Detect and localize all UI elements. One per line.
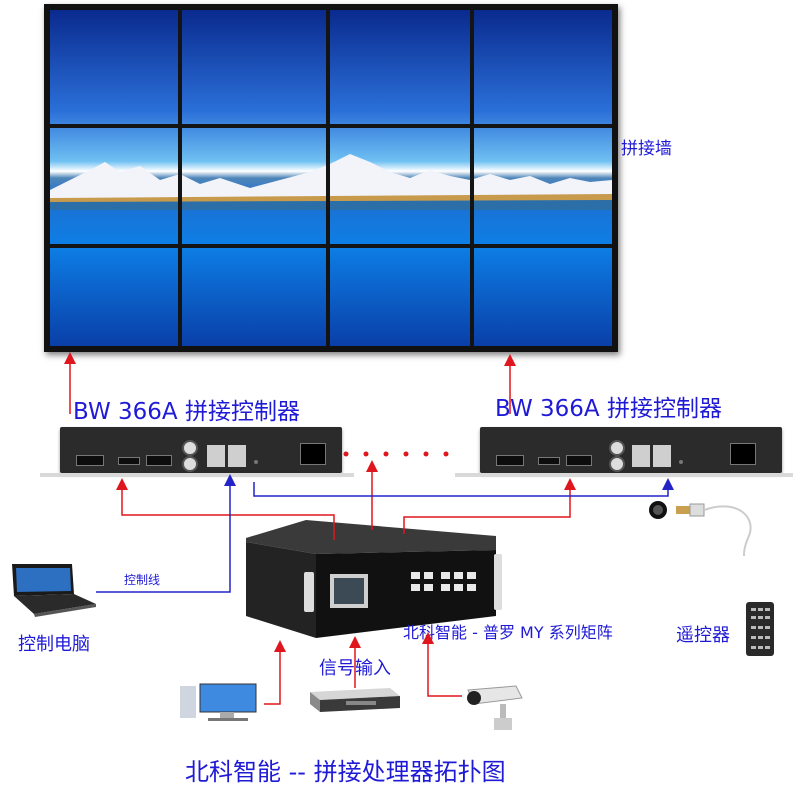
power-socket	[730, 443, 756, 465]
controller-right	[480, 427, 782, 473]
rca-port	[182, 440, 198, 456]
wall-seam	[50, 124, 612, 128]
rca-port	[609, 440, 625, 456]
controller-chain-dots	[343, 451, 449, 457]
diagram-title: 北科智能 -- 拼接处理器拓扑图	[185, 758, 506, 786]
hdmi-port	[538, 457, 560, 465]
dvi-port	[496, 455, 524, 466]
remote-label: 遥控器	[676, 625, 730, 646]
rj45-port	[207, 445, 225, 467]
dvi-port	[76, 455, 104, 466]
rca-port	[609, 456, 625, 472]
matrix-switcher	[246, 520, 502, 638]
controller-right-base	[455, 473, 793, 477]
wall-seam	[470, 10, 474, 346]
rj45-port	[632, 445, 650, 467]
desktop-computer-icon	[180, 683, 257, 721]
vga-port	[566, 455, 592, 466]
vga-port	[146, 455, 172, 466]
dvd-player-icon	[310, 688, 400, 712]
remote-control-icon	[746, 602, 774, 656]
video-wall	[44, 4, 618, 352]
controller-left-label: BW 366A 拼接控制器	[73, 399, 300, 425]
ir-receiver-icon	[649, 501, 752, 557]
controller-right-label: BW 366A 拼接控制器	[495, 396, 722, 422]
rj45-port	[653, 445, 671, 467]
rj45-port	[228, 445, 246, 467]
indicator-icon	[679, 460, 683, 464]
wall-seam	[326, 10, 330, 346]
indicator-icon	[254, 460, 258, 464]
power-socket	[300, 443, 326, 465]
hdmi-port	[118, 457, 140, 465]
wall-seam	[178, 10, 182, 346]
controller-left-base	[40, 473, 354, 477]
laptop-icon	[12, 564, 96, 617]
video-wall-screen	[50, 10, 612, 346]
wall-seam	[50, 244, 612, 248]
security-camera-icon	[467, 685, 523, 730]
control-pc-label: 控制电脑	[18, 634, 90, 655]
video-wall-label: 拼接墙	[621, 139, 672, 159]
rca-port	[182, 456, 198, 472]
control-line-label: 控制线	[124, 573, 161, 587]
matrix-label: 北科智能 - 普罗 MY 系列矩阵	[403, 623, 613, 642]
controller-left	[60, 427, 342, 473]
